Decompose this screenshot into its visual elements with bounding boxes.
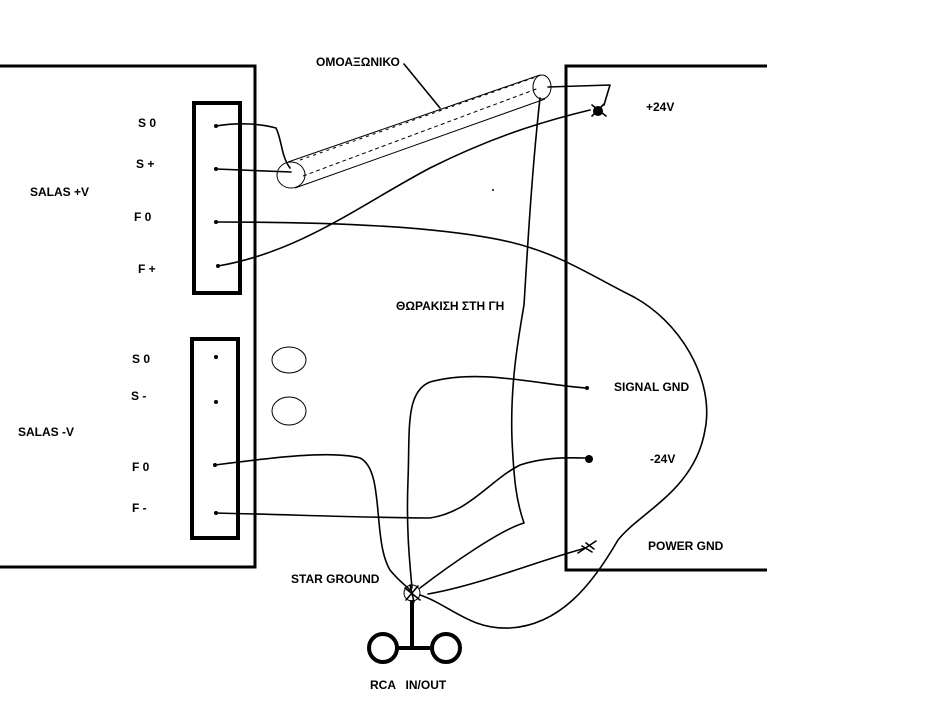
minus24-label: -24V bbox=[650, 452, 675, 466]
star-ground-label: STAR GROUND bbox=[291, 572, 380, 586]
s0-bottom-label: S 0 bbox=[132, 352, 150, 366]
terminal-block-positive bbox=[192, 101, 242, 295]
wire-f0-top-to-star bbox=[215, 221, 708, 629]
wire-s-plus-to-coax bbox=[215, 168, 292, 173]
plus24-terminal bbox=[591, 103, 607, 117]
signal-gnd-terminal bbox=[585, 386, 589, 390]
wire-signal-gnd-to-star bbox=[406, 375, 587, 589]
stray-dot bbox=[492, 189, 494, 191]
rca-label: RCA IN/OUT bbox=[370, 678, 447, 692]
salas-negative-label: SALAS -V bbox=[18, 425, 74, 439]
s-minus-label: S - bbox=[131, 389, 146, 403]
power-gnd-terminal bbox=[577, 540, 597, 554]
salas-board bbox=[0, 64, 257, 569]
wire-shield-to-ground bbox=[419, 97, 541, 589]
wire-f0-bottom-to-star bbox=[214, 453, 411, 591]
wire-f-plus-to-plus24 bbox=[217, 109, 591, 267]
power-supply-box bbox=[564, 64, 767, 572]
f0-top-label: F 0 bbox=[134, 210, 152, 224]
rca-jack-left bbox=[367, 632, 399, 664]
wire-coax-to-plus24 bbox=[547, 84, 611, 106]
coax-cable bbox=[276, 74, 552, 189]
coax-label: ΟΜΟΑΞΩΝΙΚΟ bbox=[316, 55, 400, 69]
s0-top-label: S 0 bbox=[138, 116, 156, 130]
terminal-s-minus bbox=[214, 400, 218, 404]
terminal-block-negative bbox=[190, 337, 240, 540]
f-minus-label: F - bbox=[132, 501, 147, 515]
minus24-terminal bbox=[585, 455, 593, 463]
s-plus-label: S + bbox=[136, 157, 154, 171]
wire-f-minus-to-minus24 bbox=[215, 457, 589, 519]
star-ground-node bbox=[403, 584, 421, 603]
f-plus-label: F + bbox=[138, 262, 156, 276]
salas-positive-label: SALAS +V bbox=[30, 185, 89, 199]
wire-s0-to-coax-shield bbox=[215, 123, 291, 169]
power-gnd-label: POWER GND bbox=[648, 539, 724, 553]
rca-jack-right bbox=[430, 632, 462, 664]
f0-bottom-label: F 0 bbox=[132, 460, 150, 474]
terminal-s0-bottom bbox=[214, 355, 218, 359]
coax-label-leader bbox=[403, 63, 441, 109]
shield-ground-label: ΘΩΡΑΚΙΣΗ ΣΤΗ ΓΗ bbox=[396, 299, 504, 313]
wire-power-gnd-to-star bbox=[427, 547, 587, 595]
plus24-label: +24V bbox=[646, 100, 674, 114]
signal-gnd-label: SIGNAL GND bbox=[614, 380, 689, 394]
empty-circle-upper bbox=[271, 346, 307, 374]
empty-circle-lower bbox=[271, 396, 307, 426]
